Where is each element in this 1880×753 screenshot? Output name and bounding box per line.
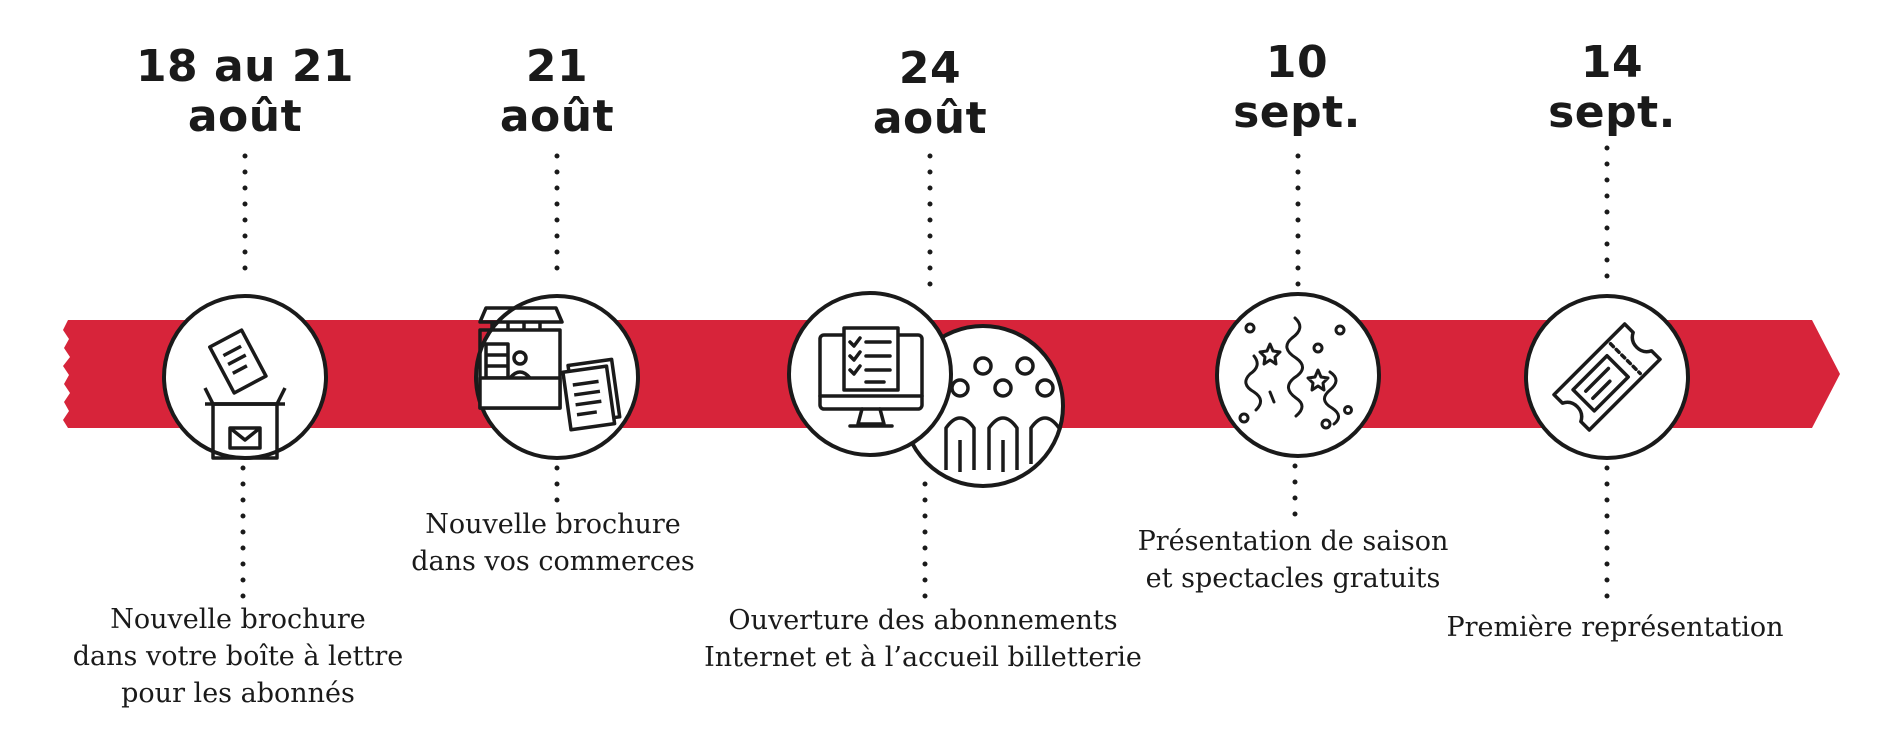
event-5-icon-circle [1524,294,1690,460]
event-4-description-line-1: Présentation de saison [1137,526,1449,557]
event-5-description: Première représentation [1446,609,1783,646]
event-4-date-line-2: sept. [1233,87,1361,138]
event-1-description-line-1: Nouvelle brochure [110,604,366,635]
ballot-box-mail-icon [203,328,287,460]
event-1-description-line-3: pour les abonnés [121,678,355,709]
event-4-icon-circle [1215,292,1381,458]
event-3-date-line-1: 24 [898,43,962,94]
event-1-date: 18 au 21 août [136,42,354,142]
event-5-date-line-1: 14 [1580,37,1644,88]
event-4-date-line-1: 10 [1265,37,1329,88]
event-2-date: 21 août [500,42,614,142]
event-2-icon-circle [474,294,640,460]
dotted-connectors [240,145,1610,603]
event-5-date-line-2: sept. [1548,87,1676,138]
event-3-description-line-2: Internet et à l’accueil billetterie [704,642,1142,673]
event-2-description-line-2: dans vos commerces [411,546,695,577]
ticket-icon [1552,322,1662,432]
event-5-date: 14 sept. [1548,38,1676,138]
event-1-icon-circle [162,294,328,460]
computer-checklist-icon [818,326,924,428]
event-4-description: Présentation de saison et spectacles gra… [1138,523,1449,597]
event-5-description-line-1: Première représentation [1446,612,1784,643]
event-2-description-line-1: Nouvelle brochure [425,509,681,540]
event-1-date-line-1: 18 au 21 [135,41,355,92]
event-3-date-line-2: août [872,93,988,144]
event-2-date-line-1: 21 [525,41,589,92]
event-3-icon-circle-computer [787,291,953,457]
event-2-date-line-2: août [499,91,615,142]
event-1-description-line-2: dans votre boîte à lettre [72,641,404,672]
event-3-description: Ouverture des abonnements Internet et à … [704,602,1142,676]
event-4-date: 10 sept. [1233,38,1361,138]
shop-brochure-icon [478,306,622,432]
event-3-date: 24 août [873,44,987,144]
people-crowd-icon [944,356,1061,472]
event-3-description-line-1: Ouverture des abonnements [728,605,1118,636]
event-4-description-line-2: et spectacles gratuits [1145,563,1441,594]
confetti-icon [1238,316,1353,430]
event-1-description: Nouvelle brochure dans votre boîte à let… [73,601,404,712]
event-1-date-line-2: août [187,91,303,142]
event-2-description: Nouvelle brochure dans vos commerces [411,506,695,580]
